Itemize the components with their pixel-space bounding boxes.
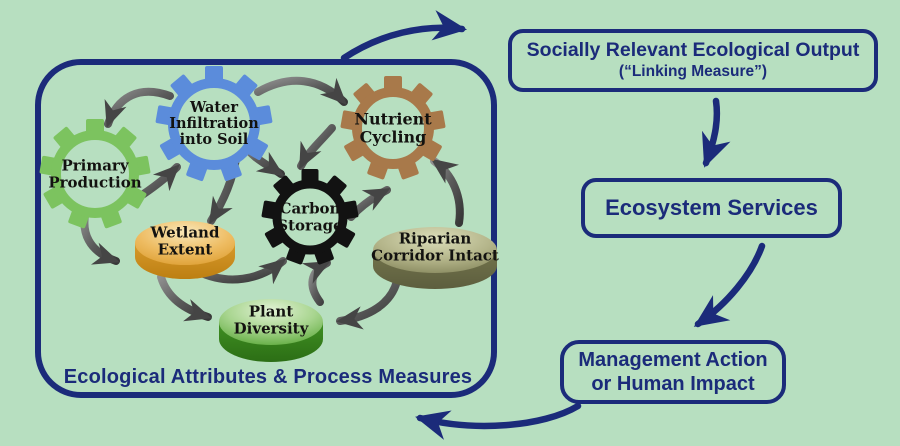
ecosystem-services-box: Ecosystem Services (581, 178, 842, 238)
attributes-box-caption: Ecological Attributes & Process Measures (63, 366, 473, 388)
arrow-services-to-management (693, 242, 766, 328)
management-action-box: Management Action or Human Impact (560, 340, 786, 404)
arrow-attributes-to-output (340, 10, 468, 62)
output-box-title: Socially Relevant Ecological Output (526, 39, 860, 62)
arrow-output-to-services (702, 97, 731, 168)
socially-relevant-output-box: Socially Relevant Ecological Output (“Li… (508, 29, 878, 92)
arrow-management-to-attributes (415, 402, 582, 440)
ecological-attributes-box (35, 59, 497, 398)
services-box-title: Ecosystem Services (605, 194, 818, 220)
output-box-subtitle: (“Linking Measure”) (618, 62, 768, 80)
management-box-title-line2: or Human Impact (591, 373, 755, 395)
management-box-title-line1: Management Action (578, 348, 768, 371)
